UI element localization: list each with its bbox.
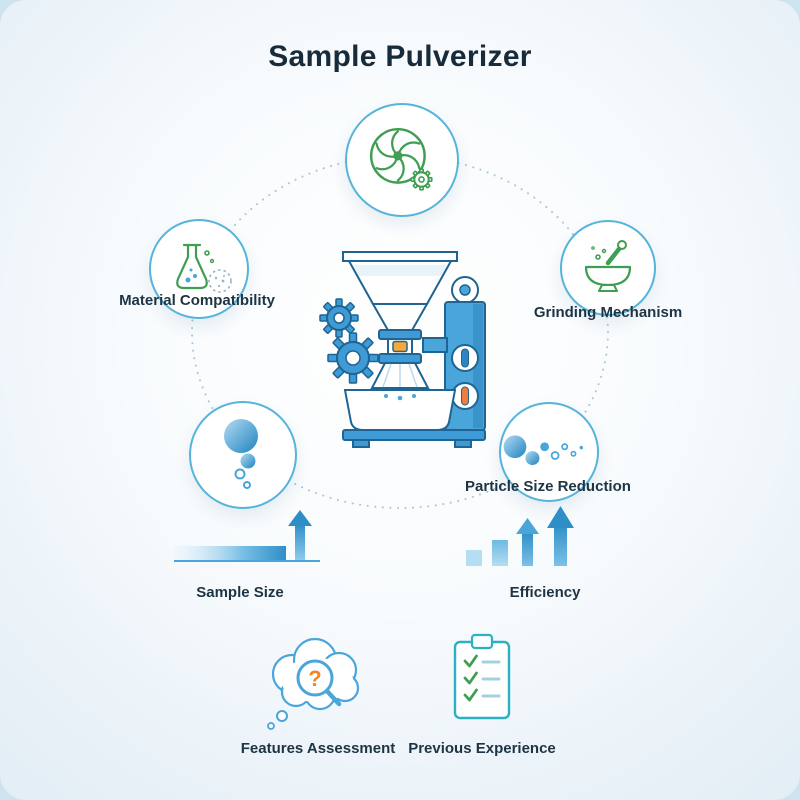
node-grinding-mechanism: [560, 220, 656, 316]
label-features-assessment: Features Assessment: [240, 740, 396, 757]
bar-chart-arrows-icon: [466, 506, 574, 566]
gear-small-icon: [319, 298, 359, 338]
mortar-pestle-icon: [584, 240, 632, 292]
label-particle-size-reduction: Particle Size Reduction: [465, 478, 631, 495]
grinding-wheel-icon: [369, 127, 433, 191]
particles-icon: [503, 435, 584, 466]
label-efficiency: Efficiency: [509, 584, 581, 601]
label-sample-size: Sample Size: [196, 584, 284, 601]
clipboard-checklist-icon: [453, 633, 511, 720]
question-mark: ?: [308, 666, 321, 691]
label-previous-experience: Previous Experience: [408, 740, 556, 757]
pulverizer-machine-illustration: [319, 251, 486, 448]
node-sample-size: [189, 401, 297, 509]
node-grinding-wheel: [345, 103, 459, 217]
gradient-bar-arrow-icon: [174, 510, 320, 562]
label-grinding-mechanism: Grinding Mechanism: [533, 304, 683, 321]
gear-large-icon: [327, 332, 379, 384]
label-material-compatibility: Material Compatibility: [119, 292, 275, 309]
node-particle-size-reduction: [499, 402, 599, 502]
node-material-compatibility: [149, 219, 249, 319]
flask-icon: [176, 243, 232, 293]
bubbles-icon: [224, 419, 258, 489]
page-title: Sample Pulverizer: [268, 40, 532, 73]
thought-cloud-magnifier-icon: ?: [267, 637, 360, 730]
